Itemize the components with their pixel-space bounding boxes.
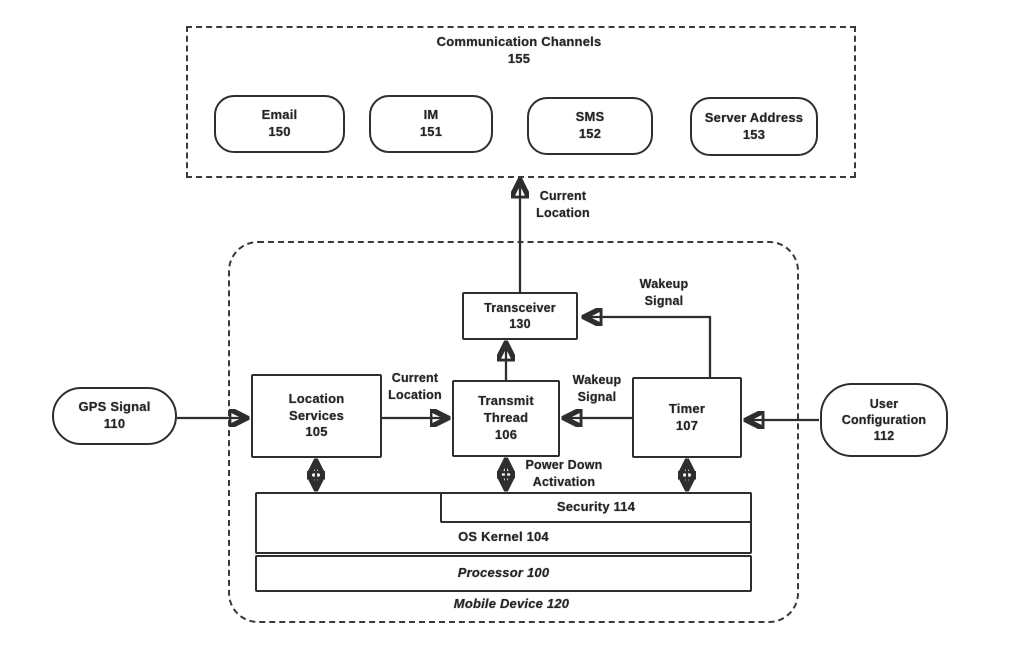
- label-current-location-top: Current Location: [524, 188, 602, 221]
- processor-box: Processor 100: [255, 555, 752, 592]
- gps-signal-oval: GPS Signal 110: [52, 387, 177, 445]
- mobile-device-label: Mobile Device 120: [453, 596, 570, 611]
- channel-im: IM 151: [369, 95, 493, 153]
- communication-channels-title: Communication Channels 155: [186, 34, 852, 68]
- processor-label: Processor 100: [457, 565, 550, 581]
- channel-sms-number: 152: [578, 126, 602, 141]
- location-services-box: Location Services 105: [251, 374, 382, 458]
- label-power-down-line2: Activation: [532, 474, 596, 489]
- label-wakeup-signal-mid-line1: Wakeup: [572, 373, 622, 387]
- label-current-location-mid: Current Location: [382, 370, 448, 403]
- channel-server-address: Server Address 153: [690, 97, 818, 156]
- label-wakeup-signal-top-line2: Signal: [644, 293, 684, 308]
- os-kernel-label: OS Kernel 104: [458, 529, 549, 544]
- label-power-down-line1: Power Down: [525, 458, 603, 472]
- gps-signal-label: GPS Signal: [78, 399, 151, 415]
- label-current-location-mid-line2: Location: [388, 387, 442, 402]
- label-current-location-top-line1: Current: [539, 189, 587, 203]
- channel-email-label: Email: [261, 107, 298, 123]
- channel-server-address-label: Server Address: [704, 109, 804, 125]
- label-power-down-activation: Power Down Activation: [516, 457, 612, 490]
- channel-im-number: 151: [419, 124, 443, 139]
- communication-channels-number: 155: [507, 50, 531, 66]
- channel-server-address-number: 153: [742, 126, 766, 142]
- label-wakeup-signal-top-line1: Wakeup: [639, 277, 689, 291]
- security-label: Security 114: [556, 499, 636, 515]
- communication-channels-title-text: Communication Channels: [436, 34, 602, 49]
- transmit-thread-box: Transmit Thread 106: [452, 380, 560, 457]
- timer-number: 107: [675, 417, 699, 433]
- mobile-device-box: [228, 241, 799, 623]
- channel-email-number: 150: [268, 124, 291, 139]
- location-services-line1: Location: [288, 390, 345, 406]
- label-current-location-mid-line1: Current: [391, 371, 439, 385]
- channel-email: Email 150: [214, 95, 345, 153]
- user-configuration-oval: User Configuration 112: [820, 383, 948, 457]
- channel-sms-label: SMS: [575, 109, 605, 125]
- security-box: Security 114: [440, 492, 752, 523]
- transceiver-label: Transceiver: [484, 300, 556, 315]
- label-current-location-top-line2: Location: [536, 205, 590, 220]
- transceiver-number: 130: [509, 317, 531, 331]
- timer-label: Timer: [668, 400, 706, 416]
- transmit-thread-line1: Transmit: [478, 393, 534, 409]
- communication-channels-group: [186, 26, 856, 178]
- label-wakeup-signal-top: Wakeup Signal: [616, 276, 712, 309]
- channel-sms: SMS 152: [527, 97, 653, 155]
- channel-im-label: IM: [423, 107, 439, 123]
- label-wakeup-signal-mid: Wakeup Signal: [566, 372, 628, 405]
- location-services-line2: Services: [288, 407, 345, 423]
- user-configuration-line1: User: [869, 396, 899, 411]
- gps-signal-number: 110: [103, 416, 126, 431]
- user-configuration-line2: Configuration: [841, 412, 927, 427]
- user-configuration-number: 112: [873, 429, 895, 444]
- transceiver-box: Transceiver 130: [462, 292, 578, 340]
- transmit-thread-number: 106: [494, 426, 518, 442]
- location-services-number: 105: [305, 424, 328, 440]
- label-wakeup-signal-mid-line2: Signal: [577, 389, 617, 404]
- transmit-thread-line2: Thread: [483, 410, 529, 426]
- timer-box: Timer 107: [632, 377, 742, 458]
